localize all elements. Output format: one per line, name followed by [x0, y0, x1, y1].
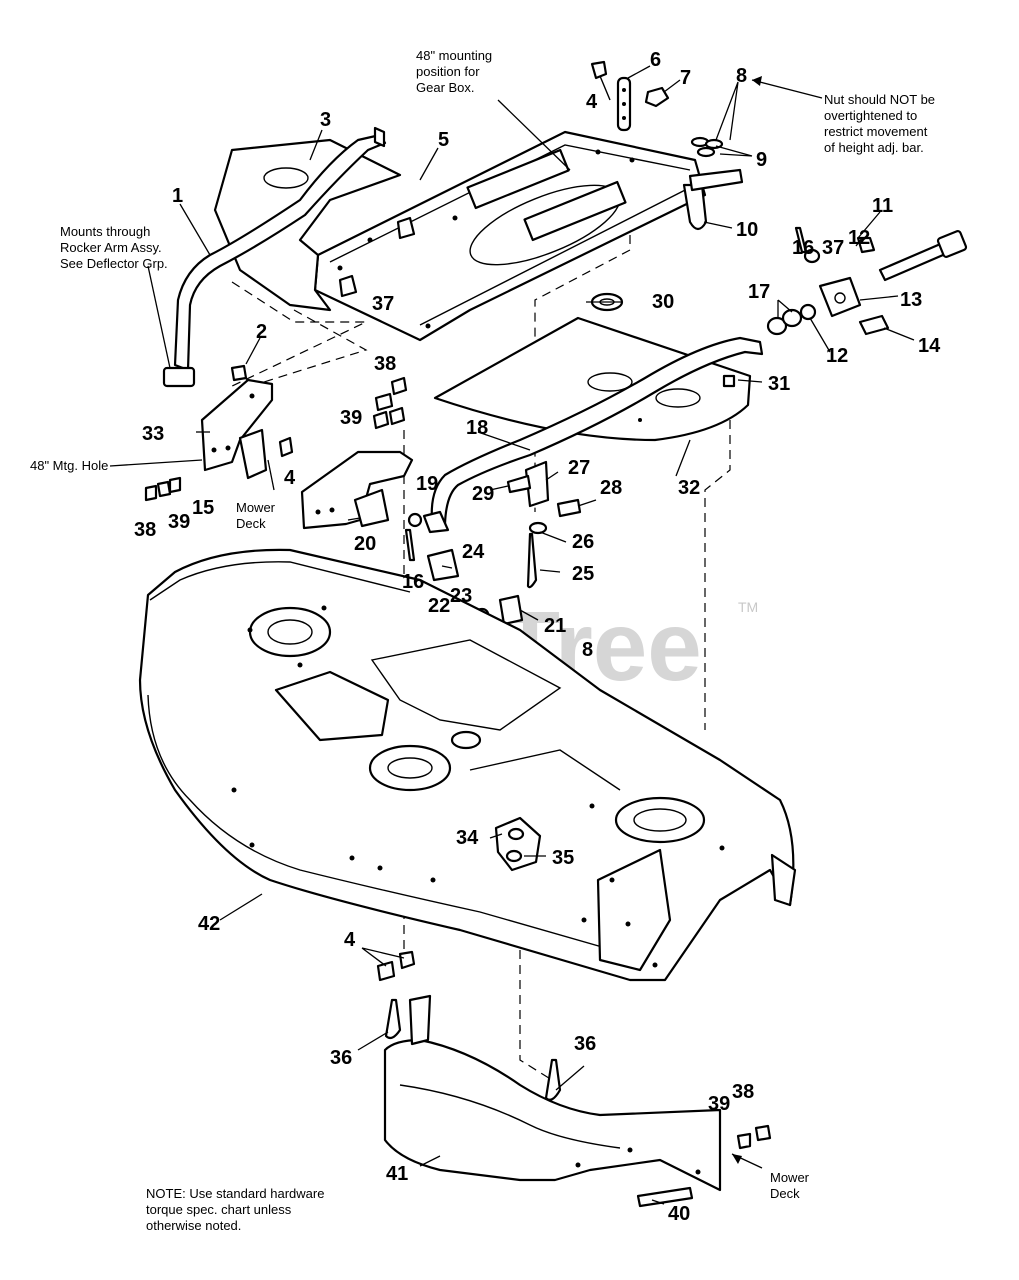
note-mower-deck-1-line2: Deck	[236, 516, 266, 531]
callout-39-bottom: 39	[708, 1093, 730, 1115]
callout-36-left: 36	[330, 1047, 352, 1069]
callout-21: 21	[544, 615, 566, 637]
note-torque-line1: NOTE: Use standard hardware	[146, 1186, 324, 1201]
callout-37-top: 37	[822, 237, 844, 259]
callout-3: 3	[320, 109, 331, 131]
note-gearbox-line2: position for	[416, 64, 480, 79]
note-nut-line3: restrict movement	[824, 124, 928, 139]
note-gearbox-line1: 48" mounting	[416, 48, 492, 63]
callout-4-top: 4	[586, 91, 598, 113]
callout-24: 24	[462, 541, 485, 563]
part-42-deck-housing	[138, 548, 797, 982]
callout-8-center: 8	[582, 639, 593, 661]
note-nut-line1: Nut should NOT be	[824, 92, 935, 107]
callout-23: 23	[450, 585, 472, 607]
callout-19: 19	[416, 473, 438, 495]
parts-11-17-right-hardware	[766, 226, 968, 336]
note-mower-deck-1-line1: Mower	[236, 500, 276, 515]
callout-4-mid: 4	[284, 467, 296, 489]
callout-18: 18	[466, 417, 488, 439]
callout-42: 42	[198, 913, 220, 935]
callout-4-bottom: 4	[344, 929, 356, 951]
leader-lines	[109, 65, 915, 1205]
callout-14: 14	[918, 335, 941, 357]
note-mtg-hole: 48" Mtg. Hole	[30, 458, 108, 473]
watermark-trademark: TM	[738, 599, 758, 615]
callout-22: 22	[428, 595, 450, 617]
callout-9: 9	[756, 149, 767, 171]
callout-16-bottom: 16	[402, 571, 424, 593]
callout-32: 32	[678, 477, 700, 499]
callout-5: 5	[438, 129, 449, 151]
callout-1: 1	[172, 185, 183, 207]
note-mounts-line1: Mounts through	[60, 224, 150, 239]
part-20-bracket	[300, 450, 414, 530]
callout-2: 2	[256, 321, 267, 343]
callout-20: 20	[354, 533, 376, 555]
callout-11: 11	[872, 195, 893, 217]
callout-35: 35	[552, 847, 574, 869]
parts-34-35-plate	[494, 816, 542, 872]
callout-38-top: 38	[374, 353, 396, 375]
note-torque-line3: otherwise noted.	[146, 1218, 241, 1233]
callout-28: 28	[600, 477, 622, 499]
parts-8-9-10-hardware	[682, 136, 744, 231]
callout-6: 6	[650, 49, 661, 71]
callout-37-mid: 37	[372, 293, 394, 315]
callout-29: 29	[472, 483, 494, 505]
callout-12-top: 12	[848, 227, 870, 249]
callout-39-top: 39	[340, 407, 362, 429]
callout-34: 34	[456, 827, 479, 849]
callout-38-bottom: 38	[732, 1081, 754, 1103]
notes: 48" mounting position for Gear Box. Nut …	[30, 48, 935, 1233]
note-nut-line2: overtightened to	[824, 108, 917, 123]
parts-6-7-top-hardware	[590, 60, 670, 132]
part-18-lower-rod	[422, 336, 764, 534]
callout-25: 25	[572, 563, 594, 585]
part-33-bracket	[200, 378, 274, 480]
note-gearbox-line3: Gear Box.	[416, 80, 475, 95]
arrowheads	[732, 76, 762, 1164]
callout-40: 40	[668, 1203, 690, 1225]
note-torque-line2: torque spec. chart unless	[146, 1202, 292, 1217]
callout-27: 27	[568, 457, 590, 479]
callout-30: 30	[652, 291, 674, 313]
note-mounts-line2: Rocker Arm Assy.	[60, 240, 162, 255]
part-32-cover-plate	[433, 316, 752, 442]
callout-36-right: 36	[574, 1033, 596, 1055]
callout-33: 33	[142, 423, 164, 445]
callout-16-top: 16	[792, 237, 814, 259]
callout-10: 10	[736, 219, 758, 241]
callout-31: 31	[768, 373, 790, 395]
callout-8-top: 8	[736, 65, 747, 87]
callout-15: 15	[192, 497, 214, 519]
part-1-rod	[162, 126, 387, 388]
callout-12-bottom: 12	[826, 345, 848, 367]
part-4-bolts-bottom	[376, 950, 416, 982]
part-3-upper-cover	[213, 138, 402, 312]
callout-7: 7	[680, 67, 691, 89]
callout-39-left: 39	[168, 511, 190, 533]
parts-38-39-40-bottom	[636, 1124, 772, 1208]
callout-13: 13	[900, 289, 922, 311]
note-nut-line4: of height adj. bar.	[824, 140, 924, 155]
note-mower-deck-2-line1: Mower	[770, 1170, 810, 1185]
note-mounts-line3: See Deflector Grp.	[60, 256, 168, 271]
callout-numbers: 1 2 3 4 4 4 5 6 7 8 8 9 10 11 12 12 13 1…	[134, 49, 941, 1225]
callout-38-left: 38	[134, 519, 156, 541]
callout-17: 17	[748, 281, 770, 303]
callout-26: 26	[572, 531, 594, 553]
callout-41: 41	[386, 1163, 408, 1185]
note-mower-deck-2-line2: Deck	[770, 1186, 800, 1201]
